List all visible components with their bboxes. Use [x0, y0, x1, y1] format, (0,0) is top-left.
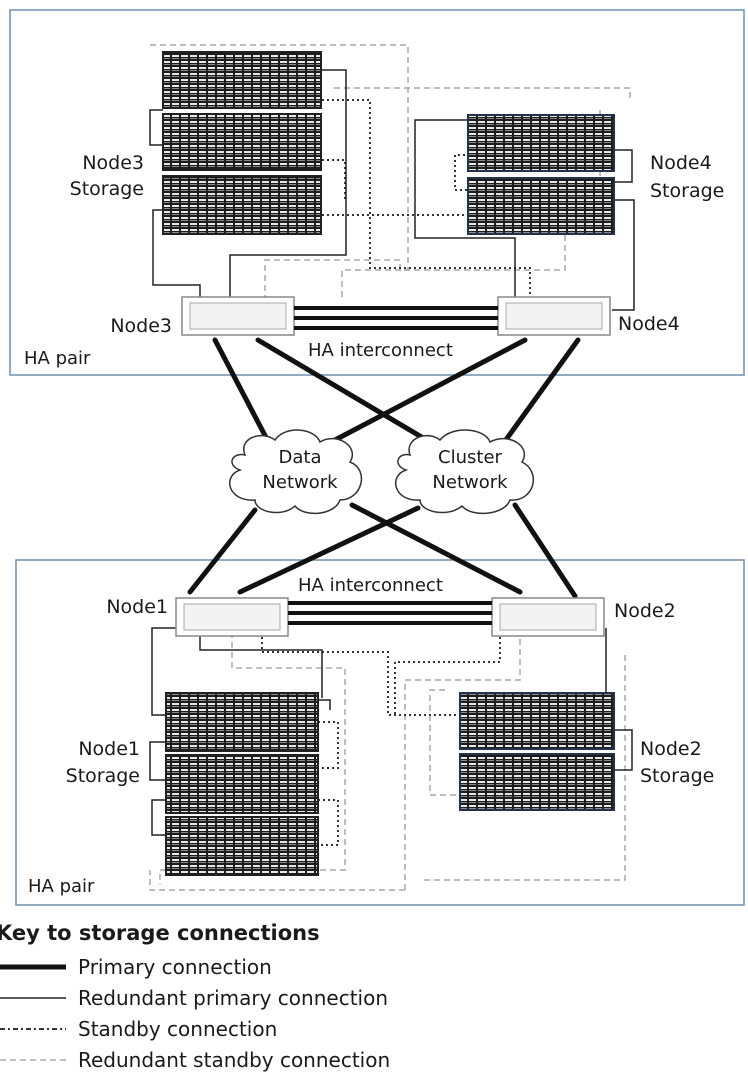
- node4-storage-label-line1: Node4: [650, 152, 712, 174]
- ha-interconnect-bottom: [288, 601, 492, 625]
- legend-item-primary: Primary connection: [78, 955, 272, 979]
- node4-controller-inner: [505, 302, 603, 330]
- node1-storage-label-line2: Storage: [65, 765, 140, 787]
- legend-title: Key to storage connections: [0, 921, 320, 945]
- node1-storage-shelves: [165, 692, 319, 876]
- redundant-primary-connections-top: [149, 69, 635, 311]
- ha-pair-label-top: HA pair: [24, 348, 91, 369]
- node1-storage-label-line1: Node1: [78, 738, 140, 760]
- node2-storage-label-line2: Storage: [640, 765, 715, 787]
- node3-storage-shelves: [162, 51, 322, 235]
- node2-controller-inner: [499, 603, 597, 631]
- node2-storage-shelves: [459, 692, 615, 811]
- node4-storage-shelves: [467, 114, 615, 235]
- standby-connections-top: [322, 99, 531, 300]
- ha-pair-label-bottom: HA pair: [28, 876, 95, 897]
- ha-interconnect-top: [294, 306, 498, 330]
- ha-pair-box-bottom: [15, 559, 745, 906]
- node3-label: Node3: [110, 315, 172, 337]
- ha-interconnect-label-bottom: HA interconnect: [298, 575, 443, 596]
- data-network-label-line2: Network: [262, 472, 338, 493]
- legend-item-redundant-standby: Redundant standby connection: [78, 1048, 391, 1072]
- cluster-network-label-line1: Cluster: [438, 447, 502, 468]
- legend-item-redundant-primary: Redundant primary connection: [78, 986, 388, 1010]
- node4-label: Node4: [618, 313, 680, 335]
- legend-item-standby: Standby connection: [78, 1017, 278, 1041]
- ha-interconnect-label-top: HA interconnect: [308, 340, 453, 361]
- node1-label: Node1: [106, 596, 168, 618]
- cluster-network-label-line2: Network: [432, 472, 508, 493]
- standby-connections-bottom: [261, 632, 501, 846]
- node4-storage-label-line2: Storage: [650, 180, 725, 202]
- primary-network-links: [187, 337, 581, 599]
- node3-storage-label-line1: Node3: [82, 152, 144, 174]
- ha-pair-box-top: [9, 9, 745, 376]
- node2-storage-label-line1: Node2: [640, 738, 702, 760]
- node2-label: Node2: [614, 600, 676, 622]
- node1-controller-inner: [183, 603, 281, 631]
- cluster-network-cloud: [395, 429, 534, 515]
- data-network-cloud: [229, 429, 363, 515]
- node3-storage-label-line2: Storage: [69, 178, 144, 200]
- node3-controller-inner: [189, 302, 287, 330]
- data-network-label-line1: Data: [278, 447, 322, 468]
